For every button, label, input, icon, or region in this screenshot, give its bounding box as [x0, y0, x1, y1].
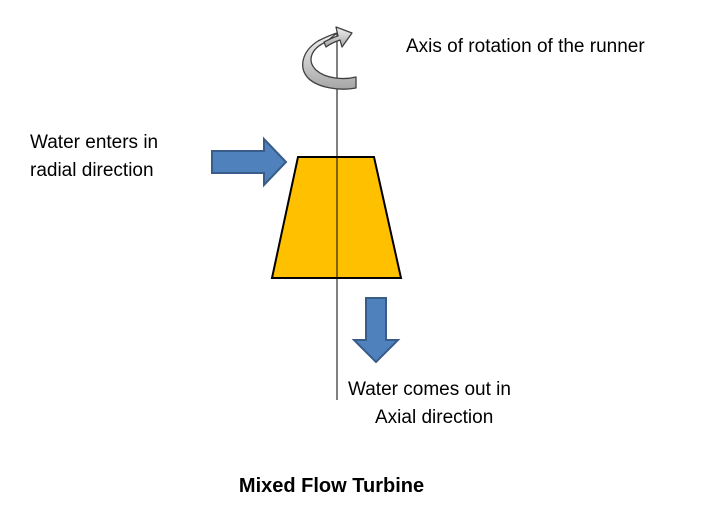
- outlet-label-line-2: Axial direction: [375, 407, 494, 428]
- inlet-arrow-icon: [211, 136, 288, 188]
- diagram-title: Mixed Flow Turbine: [238, 475, 425, 497]
- rotation-arrow-icon: [302, 26, 357, 90]
- outlet-label-line-1: Water comes out in: [348, 379, 511, 400]
- inlet-label-line-2: radial direction: [30, 160, 154, 181]
- inlet-label: Water enters in radial direction: [30, 129, 158, 185]
- axis-of-rotation-label: Axis of rotation of the runner: [406, 36, 645, 57]
- inlet-label-line-1: Water enters in: [30, 132, 159, 153]
- outlet-arrow-icon: [351, 297, 401, 364]
